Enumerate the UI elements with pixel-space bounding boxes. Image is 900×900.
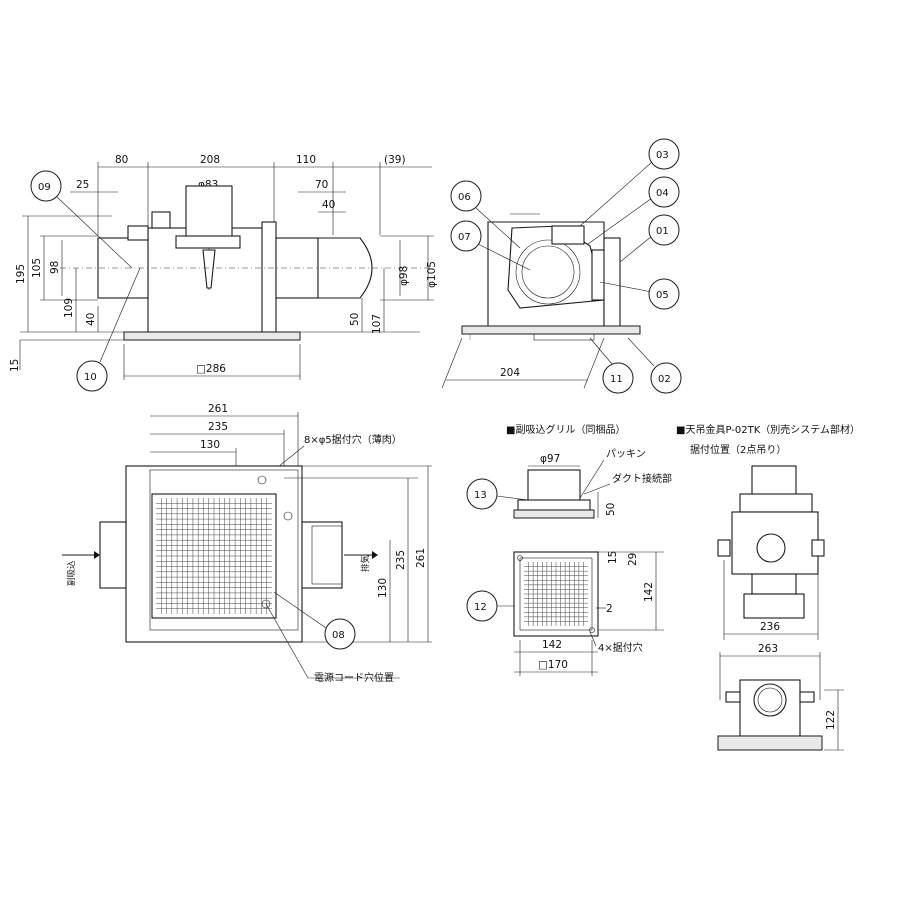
- intake-label: 副吸込: [66, 560, 77, 586]
- dim-phi105: φ105: [426, 261, 438, 288]
- balloon-07: 07: [458, 232, 471, 243]
- balloon-08: 08: [332, 630, 345, 641]
- dim-204: 204: [500, 367, 520, 379]
- dim-40-top: 40: [322, 199, 335, 211]
- dim-130-top: 130: [200, 439, 220, 451]
- balloon-11: 11: [610, 374, 623, 385]
- balloon-06: 06: [458, 192, 471, 203]
- dim-80: 80: [115, 154, 128, 166]
- dim-50-grille: 50: [605, 503, 617, 516]
- plan-grille-mesh: [156, 498, 272, 614]
- hanger-subtitle: 据付位置（2点吊り）: [690, 443, 786, 456]
- dim-2: 2: [606, 603, 613, 615]
- dim-phi98: φ98: [398, 266, 410, 286]
- dim-142-h: 142: [542, 639, 562, 651]
- grille-title: ■副吸込グリル（同梱品）: [506, 423, 625, 436]
- dim-15-grille: 15: [607, 551, 619, 564]
- dim-15: 15: [9, 359, 21, 372]
- dim-25: 25: [76, 179, 89, 191]
- dim-130-right: 130: [377, 578, 389, 598]
- hanger-section: ■天吊金具P-02TK（別売システム部材） 据付位置（2点吊り） 236 263…: [676, 423, 860, 751]
- dim-261-top: 261: [208, 403, 228, 415]
- dim-235-right: 235: [395, 550, 407, 570]
- packing-note: パッキン: [606, 448, 646, 460]
- dim-50: 50: [349, 313, 361, 326]
- dim-107: 107: [371, 314, 383, 334]
- duct-note: ダクト接続部: [612, 472, 672, 485]
- balloon-12: 12: [474, 602, 487, 613]
- side-view: 204 06 07 03 04 01 05 11 02: [441, 138, 682, 394]
- dim-236: 236: [760, 621, 780, 633]
- dim-261-right: 261: [415, 548, 427, 568]
- balloon-04: 04: [656, 188, 669, 199]
- grille-mesh: [524, 562, 588, 626]
- hole-note: 8×φ5据付穴（薄肉）: [304, 433, 402, 446]
- hanger-title: ■天吊金具P-02TK（別売システム部材）: [676, 423, 860, 436]
- dim-29: 29: [627, 553, 639, 566]
- dim-40-left: 40: [85, 313, 97, 326]
- front-view: 80 208 110 (39) 25 φ83 70 40: [9, 154, 438, 392]
- dim-142-v: 142: [643, 582, 655, 602]
- dim-105: 105: [31, 258, 43, 278]
- dim-98: 98: [49, 261, 61, 274]
- dim-122: 122: [825, 710, 837, 730]
- balloon-10: 10: [84, 372, 97, 383]
- plan-view: 261 235 130 8×φ5据付穴（薄肉） 130 235 261: [62, 403, 432, 684]
- dim-70: 70: [315, 179, 328, 191]
- balloon-05: 05: [656, 290, 669, 301]
- dim-109: 109: [63, 298, 75, 318]
- dim-170: □170: [538, 659, 568, 671]
- grille-section: ■副吸込グリル（同梱品） φ97 パッキン ダクト接続部 50 13 15 29…: [466, 423, 672, 676]
- dim-110: 110: [296, 154, 316, 166]
- grille-hole-note: 4×据付穴: [598, 641, 643, 654]
- dim-phi97: φ97: [540, 453, 560, 465]
- balloon-03: 03: [656, 150, 669, 161]
- dim-263: 263: [758, 643, 778, 655]
- dim-208: 208: [200, 154, 220, 166]
- balloon-02: 02: [658, 374, 671, 385]
- dim-235-top: 235: [208, 421, 228, 433]
- exhaust-label: 排気: [360, 554, 371, 572]
- cord-note: 電源コード穴位置: [314, 671, 394, 684]
- dim-39: (39): [384, 154, 406, 166]
- balloon-09: 09: [38, 182, 51, 193]
- balloon-01: 01: [656, 226, 669, 237]
- balloon-13: 13: [474, 490, 487, 501]
- dim-286: □286: [196, 363, 226, 375]
- dim-195: 195: [15, 264, 27, 284]
